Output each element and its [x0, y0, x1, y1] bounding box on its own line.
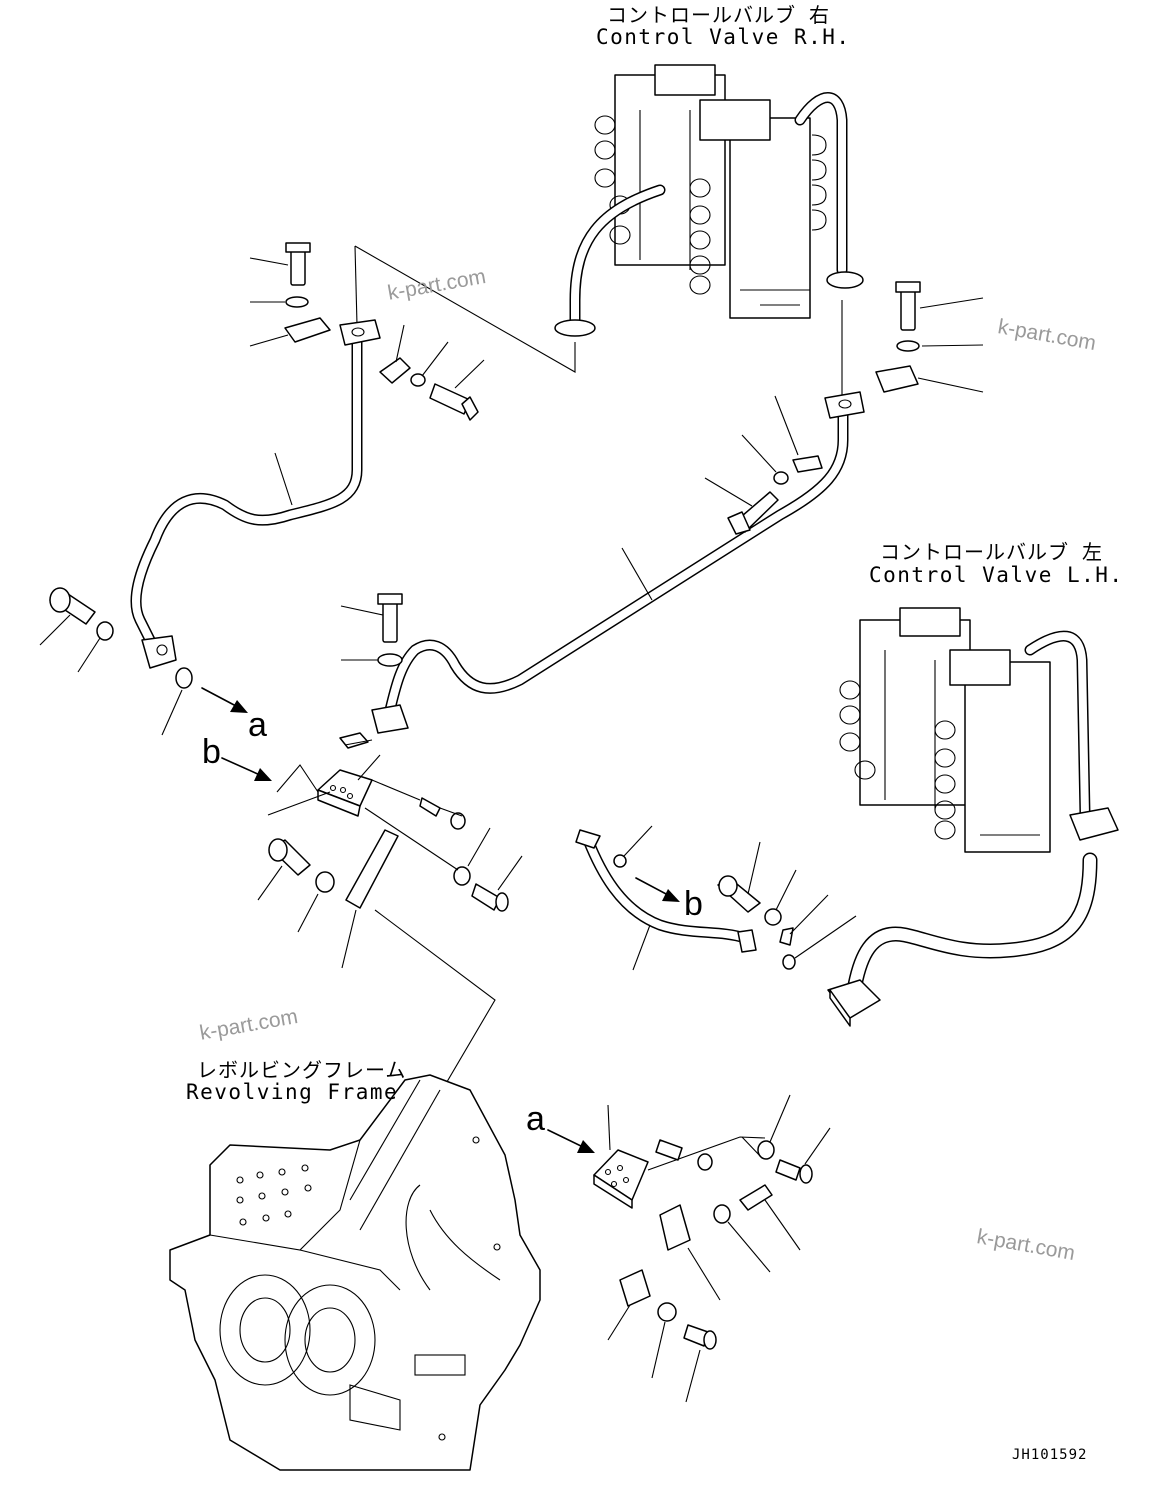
- reference-letter-a: a: [248, 706, 267, 744]
- revolving-frame-label-jp: レボルビングフレーム: [197, 1058, 407, 1082]
- lower-bracket-group: [593, 1139, 813, 1350]
- reference-arrows: [201, 687, 680, 1153]
- control-valve-lh: [839, 607, 1051, 853]
- revolving-frame-label-en: Revolving Frame: [186, 1080, 399, 1104]
- left-pipe-end-parts: [49, 587, 193, 689]
- middle-hose: [575, 829, 796, 970]
- right-clamp-leaders: [621, 297, 984, 601]
- left-clamp-group: [284, 242, 479, 421]
- valve-rh-pipes: [554, 92, 864, 337]
- reference-letter-a: a: [526, 1100, 545, 1138]
- control-valve-lh-label-en: Control Valve L.H.: [869, 563, 1124, 587]
- right-clamp-group: [727, 281, 921, 535]
- valve-lh-hose: [827, 630, 1119, 1027]
- right-pipe-end-leaders: [340, 605, 384, 661]
- reference-letter-b: b: [684, 885, 703, 923]
- drawing-number: JH101592: [1012, 1447, 1088, 1463]
- left-clamp-leaders: [249, 257, 485, 506]
- right-long-pipe: [371, 391, 865, 734]
- left-pipe-end-leaders: [39, 614, 183, 736]
- control-valve-lh-label-jp: コントロールバルブ 左: [880, 540, 1104, 564]
- revolving-frame: [169, 1074, 541, 1471]
- right-pipe-end-parts: [339, 593, 403, 749]
- reference-letter-b: b: [202, 733, 221, 771]
- lower-bracket-leaders: [607, 1094, 831, 1403]
- control-valve-rh-label-jp: コントロールバルブ 右: [607, 3, 831, 27]
- control-valve-rh: [594, 64, 827, 319]
- manifold-block: [268, 769, 509, 912]
- control-valve-rh-label-en: Control Valve R.H.: [596, 25, 851, 49]
- left-pipe: [130, 319, 381, 669]
- middle-hose-leaders: [623, 825, 857, 971]
